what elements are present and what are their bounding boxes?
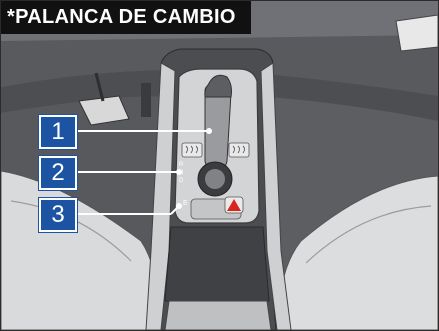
hazard-warning-icon[interactable]: [224, 196, 244, 214]
mode-letter-e: E: [183, 200, 188, 207]
gear-letter-r: R: [179, 162, 184, 168]
callout-3-marker: 3: [39, 198, 77, 232]
callout-2-marker: 2: [39, 156, 77, 190]
page-title: *PALANCA DE CAMBIO: [1, 1, 251, 34]
callout-1-marker: 1: [39, 115, 77, 149]
gear-letter-d: D: [179, 178, 184, 184]
